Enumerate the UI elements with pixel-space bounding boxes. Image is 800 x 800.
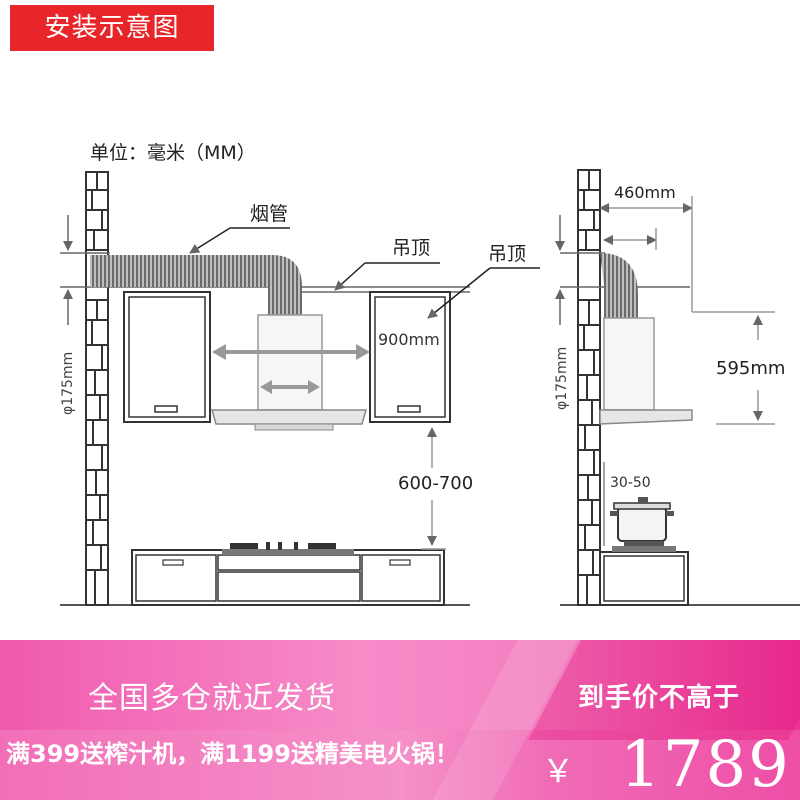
smoke-duct-left [90, 255, 302, 315]
leader-ceiling-right [427, 267, 540, 319]
brick-wall-right [577, 169, 601, 606]
smoke-duct-right [600, 253, 638, 318]
range-hood-side [599, 317, 693, 425]
label-width: 900mm [378, 330, 440, 349]
unit-label: 单位：毫米（MM） [90, 142, 256, 164]
wall-cabinet-left [123, 291, 211, 423]
cooking-pot [610, 497, 674, 546]
wall-cabinet-right [369, 291, 451, 423]
label-ceiling-right: 吊顶 [488, 243, 526, 265]
dimension-outlet [603, 228, 657, 250]
installation-diagram: 单位：毫米（MM） [60, 142, 800, 606]
label-smoke-pipe: 烟管 [250, 203, 288, 225]
label-ceiling-left: 吊顶 [392, 237, 430, 259]
label-height-range: 600-700 [398, 473, 473, 494]
label-clearance: 30-50 [610, 475, 651, 491]
label-hood-height: 595mm [716, 358, 785, 379]
range-hood-front [211, 314, 367, 431]
dimension-depth [599, 196, 775, 313]
base-cabinet-front [131, 549, 445, 606]
promo-shipping-text: 全国多仓就近发货 [88, 681, 336, 716]
label-depth: 460mm [614, 183, 676, 202]
dimension-width [212, 344, 370, 360]
dimension-height [422, 427, 446, 550]
price-value: 1789 [620, 728, 791, 800]
counter-side [599, 546, 689, 606]
leader-ceiling-left [334, 262, 440, 291]
leader-smoke-pipe [189, 227, 290, 254]
dimension-hood-neck [260, 380, 320, 394]
brick-wall-left [85, 171, 109, 606]
page-title: 安装示意图 [10, 5, 214, 51]
gas-stove-front [222, 542, 354, 555]
label-diameter-left: φ175mm [60, 352, 76, 415]
promo-gift-text: 满399送榨汁机，满1199送精美电火锅！ [6, 740, 459, 768]
promo-price-label: 到手价不高于 [578, 683, 741, 713]
currency-symbol: ￥ [542, 752, 575, 790]
label-diameter-right: φ175mm [554, 347, 570, 410]
dimension-hood-height [716, 315, 775, 425]
promo-banner: 全国多仓就近发货 到手价不高于 满399送榨汁机，满1199送精美电火锅！ ￥ … [0, 640, 800, 800]
price-box: ￥ 1789 [540, 728, 800, 800]
